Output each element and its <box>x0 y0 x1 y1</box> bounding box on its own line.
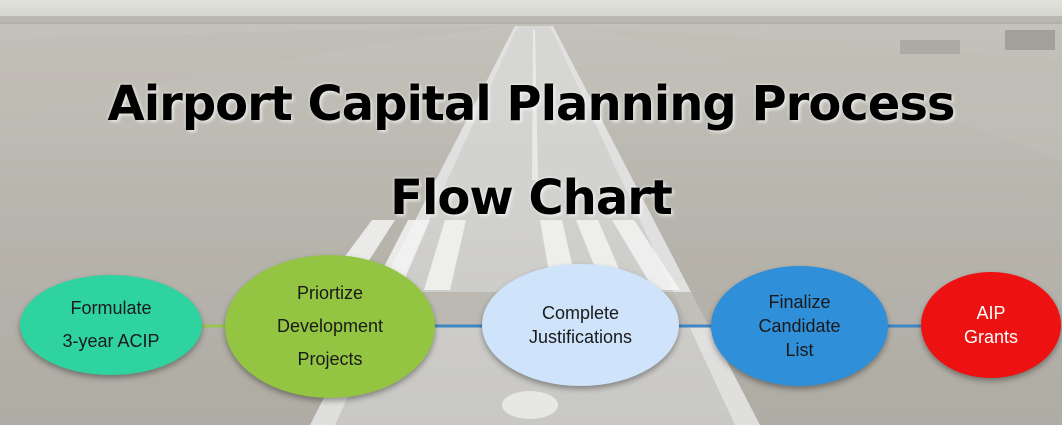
flow-node-label: Formulate 3-year ACIP <box>62 298 160 351</box>
flow-node-label: Finalize Candidate List <box>758 292 841 360</box>
building <box>900 40 960 54</box>
field-strip-left <box>0 26 520 120</box>
flow-node-complete-justifications[interactable]: Complete Justifications <box>482 264 679 386</box>
flow-node-formulate-acip[interactable]: Formulate 3-year ACIP <box>20 275 202 375</box>
title-line-1: Airport Capital Planning Process <box>107 76 956 132</box>
aircraft <box>502 391 558 419</box>
flow-node-label: Priortize Development Projects <box>276 283 384 369</box>
flow-node-label: AIP Grants <box>963 303 1019 347</box>
flow-node-aip-grants[interactable]: AIP Grants <box>921 272 1061 378</box>
field-strip-right <box>560 26 1062 160</box>
centerline <box>532 30 538 180</box>
flow-node-label: Complete Justifications <box>528 303 633 347</box>
building <box>1005 30 1055 50</box>
flow-node-prioritize-projects[interactable]: Priortize Development Projects <box>225 255 435 398</box>
title-line-2: Flow Chart <box>390 170 673 226</box>
tree-line <box>0 16 1062 24</box>
flow-node-finalize-candidate-list[interactable]: Finalize Candidate List <box>711 266 888 386</box>
